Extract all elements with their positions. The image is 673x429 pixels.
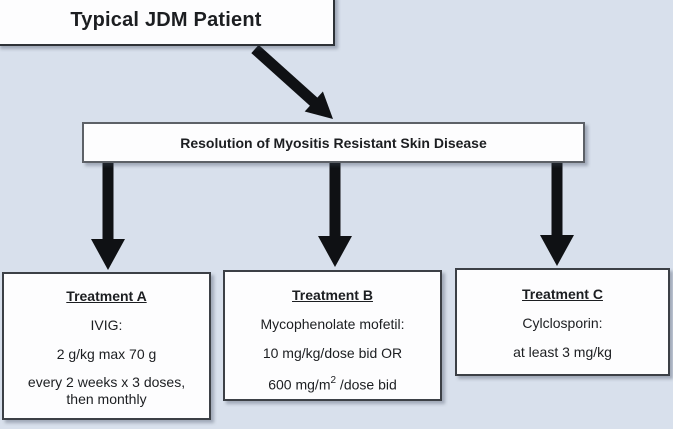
treatment-a-node: Treatment A IVIG: 2 g/kg max 70 g every … — [2, 272, 211, 420]
arrow-shaft — [551, 163, 563, 237]
treatment-b-drug: Mycophenolate mofetil: — [260, 316, 405, 332]
arrow-root-to-decision — [251, 44, 333, 119]
arrow-shaft — [102, 163, 114, 241]
treatment-b-heading: Treatment B — [292, 287, 373, 303]
arrow-shaft — [329, 163, 341, 238]
treatment-b-node: Treatment B Mycophenolate mofetil: 10 mg… — [223, 270, 442, 401]
treatment-a-heading: Treatment A — [66, 288, 147, 304]
treatment-a-schedule-line2: then monthly — [66, 391, 147, 407]
treatment-b-dose-option2-post: /dose bid — [336, 376, 397, 393]
treatment-c-node: Treatment C Cylclosporin: at least 3 mg/… — [455, 268, 670, 376]
treatment-a-drug: IVIG: — [90, 317, 123, 333]
arrow-head — [304, 91, 333, 119]
treatment-a-schedule: every 2 weeks x 3 doses, then monthly — [4, 374, 209, 408]
treatment-c-heading: Treatment C — [522, 286, 603, 302]
treatment-b-dose-option2-superscript: 2 — [330, 375, 337, 386]
arrow-head — [91, 239, 125, 270]
decision-node-resolution: Resolution of Myositis Resistant Skin Di… — [82, 122, 585, 163]
root-node-title: Typical JDM Patient — [70, 9, 262, 31]
root-node-typical-jdm-patient: Typical JDM Patient — [0, 0, 335, 46]
arrow-decision-to-treatment-c — [540, 163, 574, 266]
arrow-decision-to-treatment-b — [318, 163, 352, 267]
treatment-c-dose: at least 3 mg/kg — [513, 344, 612, 360]
arrow-head — [540, 235, 574, 266]
treatment-b-dose-option2: 600 mg/m2 /dose bid — [225, 374, 440, 393]
arrow-shaft — [251, 44, 318, 107]
treatment-a-dose: 2 g/kg max 70 g — [56, 346, 157, 362]
arrow-head — [318, 236, 352, 267]
treatment-b-dose-option2-pre: 600 mg/m — [268, 376, 331, 393]
treatment-a-schedule-line1: every 2 weeks x 3 doses, — [27, 374, 186, 390]
treatment-c-drug: Cylclosporin: — [522, 315, 603, 331]
arrow-decision-to-treatment-a — [91, 163, 125, 270]
treatment-b-dose-option1: 10 mg/kg/dose bid OR — [262, 345, 403, 361]
decision-node-title: Resolution of Myositis Resistant Skin Di… — [180, 134, 487, 151]
